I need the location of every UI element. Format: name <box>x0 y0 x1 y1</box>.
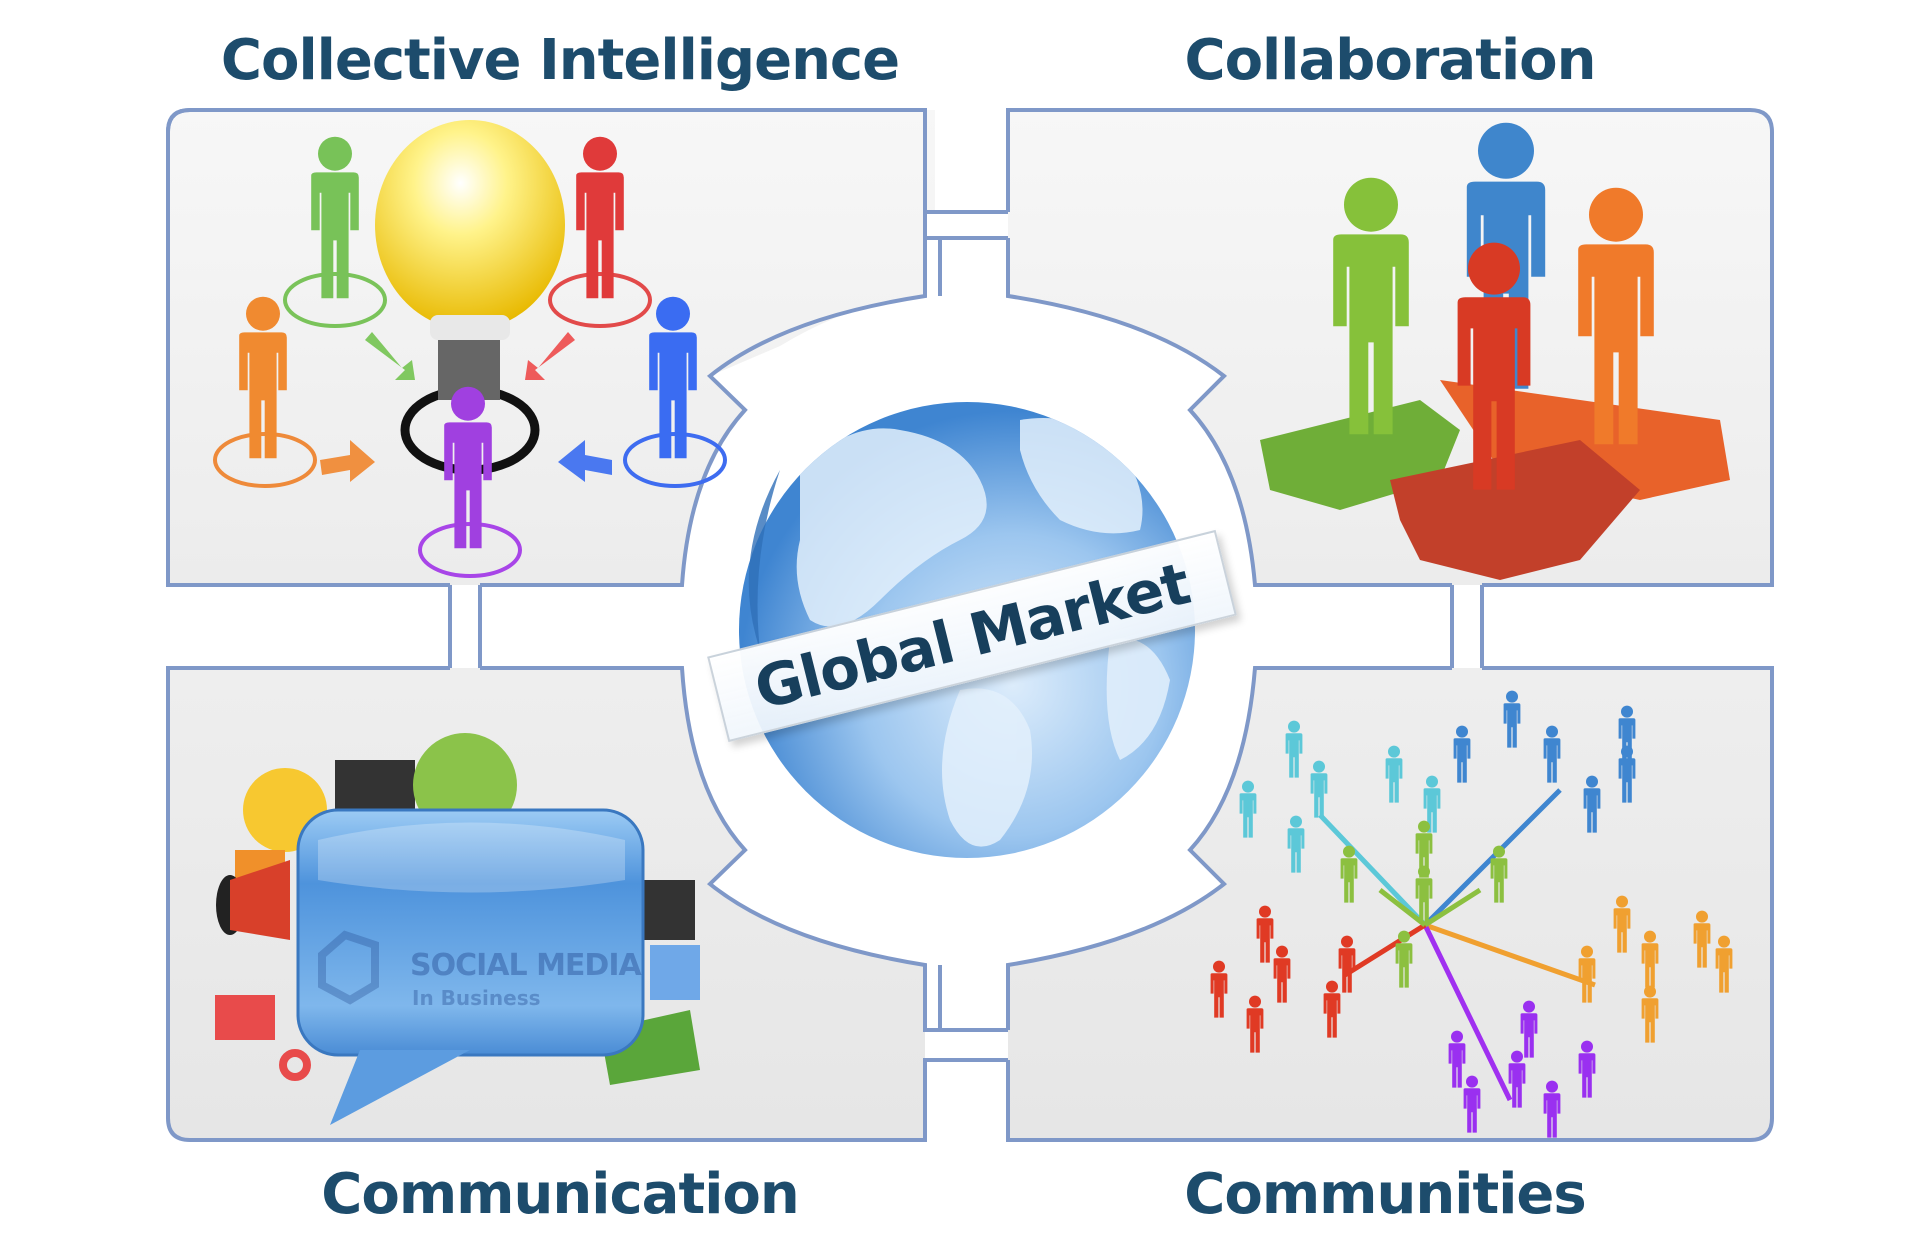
label-collective-intelligence: Collective Intelligence <box>220 28 900 93</box>
social-media-text: SOCIAL MEDIA <box>410 948 642 983</box>
people-puzzle-icon <box>1260 122 1730 580</box>
label-communication: Communication <box>321 1162 800 1227</box>
people-network-icon <box>1210 690 1733 1138</box>
lightbulb-people-icon <box>213 120 727 578</box>
speech-bubble-social-media-icon <box>215 733 700 1125</box>
label-communities: Communities <box>1184 1162 1586 1227</box>
in-business-text: In Business <box>412 986 541 1010</box>
label-collaboration: Collaboration <box>1184 28 1596 93</box>
